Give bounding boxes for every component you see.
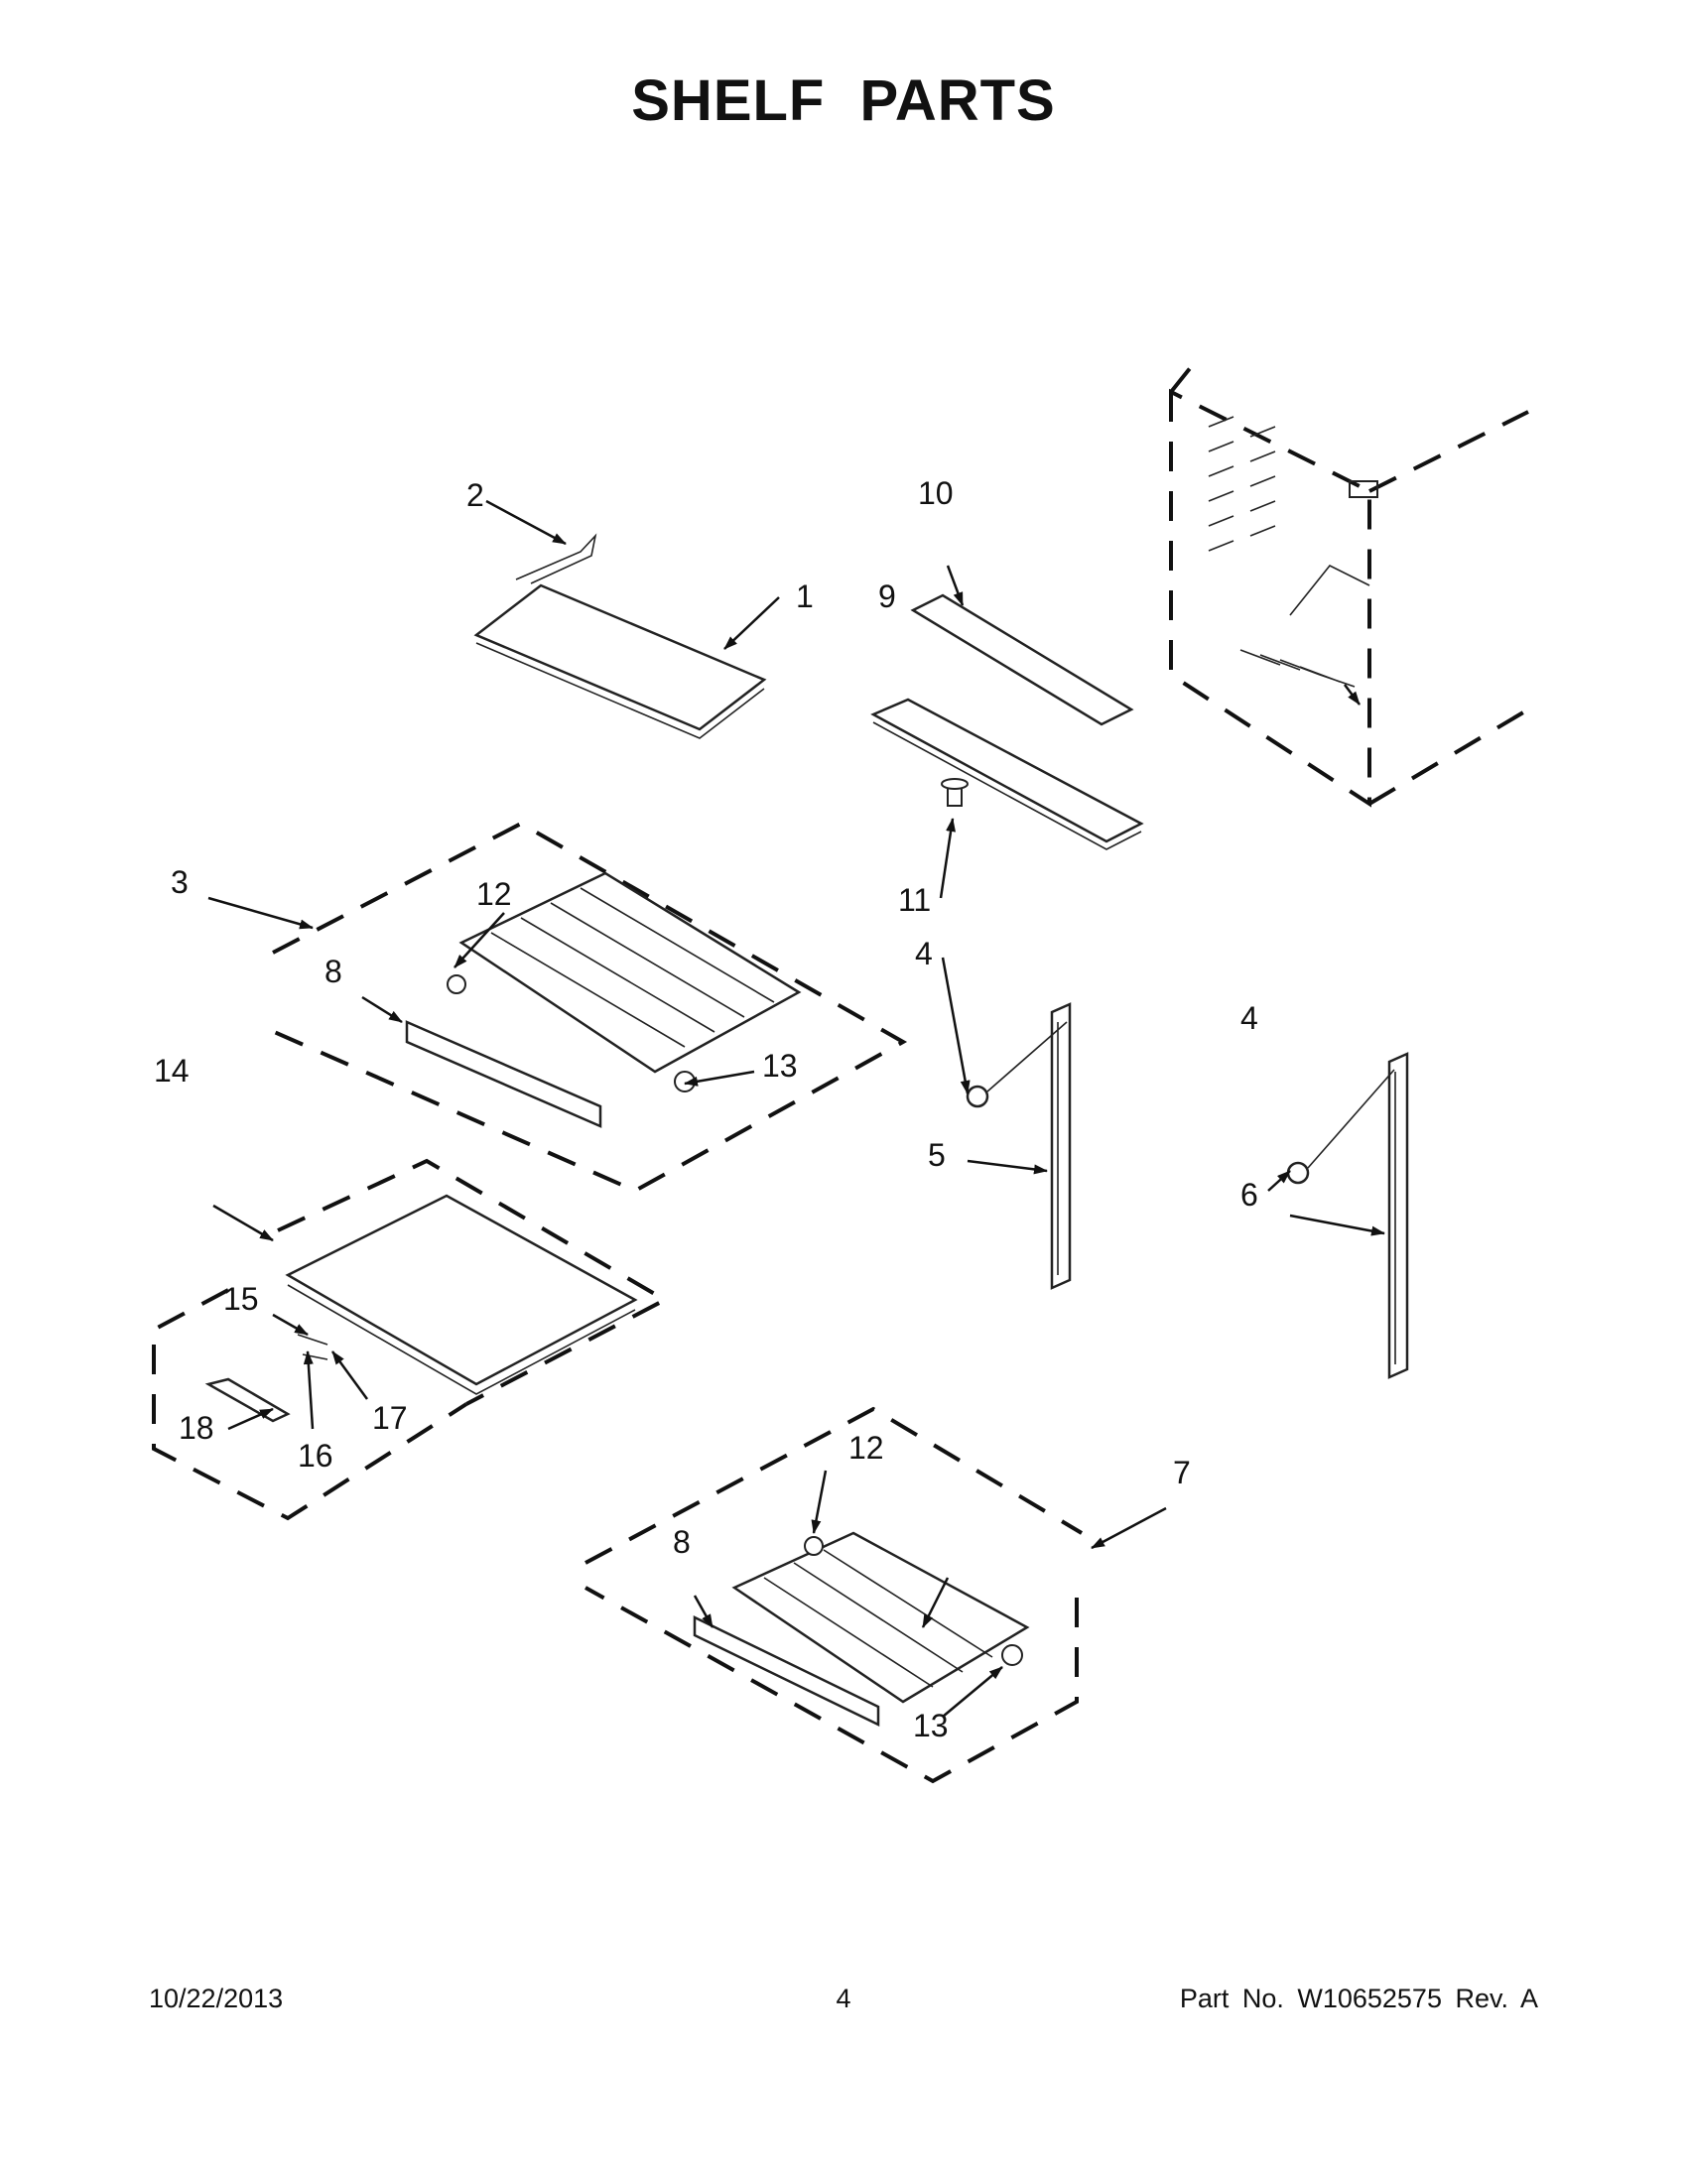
callout-14: 14 [154, 1053, 190, 1089]
callout-15: 15 [223, 1281, 259, 1317]
drawer-assembly-part-7 [584, 1406, 1084, 1784]
callout-17: 17 [372, 1400, 408, 1436]
callout-8a: 8 [324, 954, 342, 989]
rail-part-5 [1050, 1002, 1072, 1290]
callout-labels: 2 1 10 9 3 12 8 13 11 4 5 4 6 14 15 17 1… [154, 475, 1258, 1743]
callout-13a: 13 [762, 1048, 798, 1084]
rail-part-6 [1387, 1052, 1409, 1379]
callout-12a: 12 [476, 876, 512, 912]
callout-9: 9 [878, 578, 896, 614]
callout-13b: 13 [913, 1708, 949, 1743]
drawer-assembly-part-3 [262, 821, 908, 1194]
cabinet-outline [1169, 365, 1530, 808]
footer-part-number: Part No. W10652575 Rev. A [1179, 1984, 1538, 2013]
callout-1: 1 [796, 578, 814, 614]
screw-part-4b [1286, 1069, 1395, 1185]
callout-arrows [207, 499, 1385, 1718]
callout-4b: 4 [1240, 1000, 1258, 1036]
callout-10: 10 [918, 475, 954, 511]
callout-4a: 4 [915, 936, 933, 971]
callout-18: 18 [179, 1410, 214, 1446]
callout-11: 11 [898, 882, 931, 918]
callout-6: 6 [1240, 1177, 1258, 1213]
callout-16: 16 [298, 1438, 333, 1474]
callout-3: 3 [171, 864, 189, 900]
leveling-pin-part-11 [941, 778, 969, 807]
footer-date: 10/22/2013 [149, 1984, 284, 2013]
glass-shelf-part-1 [473, 583, 767, 739]
callout-7: 7 [1173, 1455, 1191, 1490]
shelf-clip-part-2 [515, 533, 597, 584]
callout-8b: 8 [673, 1524, 691, 1560]
screw-part-4a [966, 1021, 1068, 1108]
callout-5: 5 [928, 1137, 946, 1173]
shelf-bracket-part-9 [870, 698, 1144, 850]
callout-2: 2 [466, 477, 484, 513]
trim-strip-part-10 [910, 593, 1134, 726]
footer-page-number: 4 [836, 1984, 851, 2013]
page-title: SHELF PARTS [631, 68, 1056, 133]
callout-12b: 12 [848, 1430, 884, 1466]
